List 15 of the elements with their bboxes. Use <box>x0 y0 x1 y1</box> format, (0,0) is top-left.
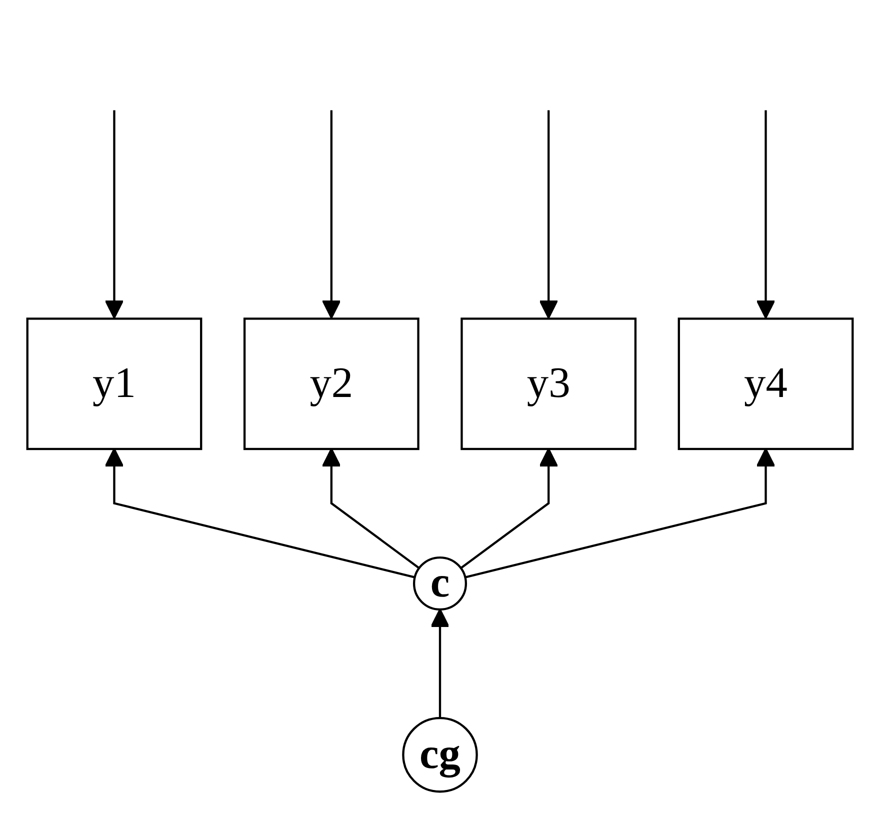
arrow <box>538 110 558 318</box>
arrow <box>460 448 558 568</box>
arrow <box>430 608 450 718</box>
node-box: y3 <box>460 317 636 450</box>
node-box: y2 <box>242 317 419 450</box>
node-circle: cg <box>402 716 478 792</box>
arrow <box>756 110 775 318</box>
node-box: y1 <box>26 317 202 450</box>
arrow <box>104 110 124 318</box>
node-circle: c <box>412 556 467 610</box>
node-box: y4 <box>677 317 854 450</box>
arrow <box>321 110 340 318</box>
arrow <box>464 448 775 578</box>
arrow <box>321 448 420 568</box>
arrow <box>104 448 415 578</box>
